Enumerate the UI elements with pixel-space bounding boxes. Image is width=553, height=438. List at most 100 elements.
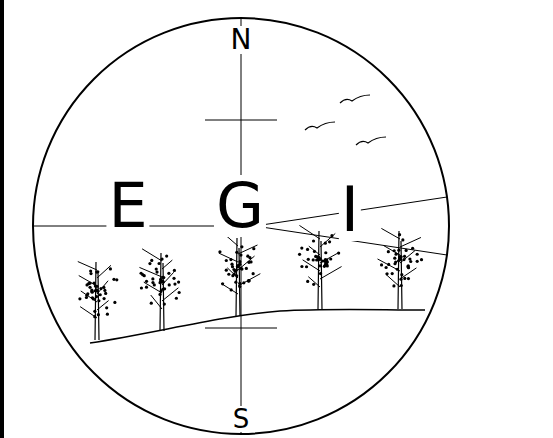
- letter-label: I: [339, 179, 361, 241]
- leaf-dot: [145, 280, 148, 283]
- leaf-dot: [406, 265, 409, 268]
- leaf-dot: [163, 302, 166, 305]
- leaf-dot: [403, 277, 406, 280]
- leaf-dot: [163, 287, 166, 290]
- tree: [78, 262, 119, 340]
- leaf-dot: [313, 250, 316, 253]
- leaf-dot: [175, 297, 178, 300]
- leaf-dot: [173, 269, 176, 272]
- leaf-dot: [88, 286, 91, 289]
- leaf-dot: [153, 283, 156, 286]
- leaf-dot: [140, 286, 143, 289]
- leaf-dot: [218, 250, 221, 253]
- leaf-dot: [248, 256, 251, 259]
- leaf-dot: [103, 289, 106, 292]
- leaf-dot: [409, 260, 412, 263]
- leaf-dot: [239, 267, 242, 270]
- leaf-dot: [393, 257, 396, 260]
- leaf-dot: [306, 280, 309, 283]
- leaf-dot: [328, 240, 331, 243]
- tree-trunk: [236, 238, 240, 316]
- leaf-dot: [99, 287, 102, 290]
- leaf-dot: [90, 290, 93, 293]
- leaf-dot: [307, 258, 310, 261]
- leaf-dot: [321, 259, 324, 262]
- leaf-dot: [326, 264, 329, 267]
- leaf-dot: [420, 258, 423, 261]
- leaf-dot: [95, 295, 98, 298]
- leaf-dot: [229, 258, 232, 261]
- leaf-dot: [167, 272, 170, 275]
- leaf-dot: [173, 282, 176, 285]
- leaf-dot: [416, 260, 419, 263]
- leaf-dot: [411, 247, 414, 250]
- leaf-dot: [405, 249, 408, 252]
- leaf-dot: [329, 257, 332, 260]
- leaf-dot: [165, 254, 168, 257]
- leaf-dot: [150, 302, 153, 305]
- leaf-dot: [337, 251, 340, 254]
- leaf-dot: [102, 286, 105, 289]
- bird: [340, 95, 370, 103]
- leaf-dot: [178, 291, 181, 294]
- leaf-dot: [330, 234, 333, 237]
- leaf-dot: [312, 239, 315, 242]
- leaf-dot: [252, 272, 255, 275]
- ground-line: [90, 309, 425, 343]
- leaf-dot: [402, 258, 405, 261]
- leaf-dot: [393, 249, 396, 252]
- leaf-dot: [399, 257, 402, 260]
- leaf-dot: [300, 265, 303, 268]
- leaf-dot: [300, 246, 303, 249]
- leaf-dot: [99, 293, 102, 296]
- leaf-dot: [89, 269, 92, 272]
- leaf-dot: [305, 265, 308, 268]
- leaf-dot: [238, 282, 241, 285]
- letter-label: G: [214, 175, 266, 237]
- leaf-dot: [104, 292, 107, 295]
- leaf-dot: [396, 268, 399, 271]
- leaf-dot: [249, 260, 252, 263]
- leaf-dot: [237, 264, 240, 267]
- leaf-dot: [248, 279, 251, 282]
- leaf-dot: [252, 247, 255, 250]
- leaf-dot: [238, 285, 241, 288]
- tree: [298, 225, 342, 309]
- leaf-dot: [391, 272, 394, 275]
- leaf-dot: [139, 272, 142, 275]
- leaf-dot: [115, 278, 118, 281]
- leaf-dot: [148, 262, 151, 265]
- leaf-dot: [162, 280, 165, 283]
- compass-circle: [33, 18, 449, 434]
- leaf-dot: [239, 253, 242, 256]
- bird: [356, 137, 386, 145]
- leaf-dot: [234, 281, 237, 284]
- leaf-dot: [394, 253, 397, 256]
- leaf-dot: [92, 297, 95, 300]
- leaf-dot: [400, 273, 403, 276]
- leaf-dot: [168, 283, 171, 286]
- leaf-dot: [93, 310, 96, 313]
- leaf-dot: [399, 278, 402, 281]
- leaf-dot: [312, 283, 315, 286]
- leaf-dot: [225, 259, 228, 262]
- leaf-dot: [177, 281, 180, 284]
- leaf-dot: [240, 267, 243, 270]
- leaf-dot: [298, 253, 301, 256]
- leaf-dot: [230, 288, 233, 291]
- leaf-dot: [401, 238, 404, 241]
- leaf-dot: [393, 262, 396, 265]
- leaf-dot: [384, 266, 387, 269]
- leaf-dot: [225, 269, 228, 272]
- leaf-dot: [312, 258, 315, 261]
- leaf-dot: [159, 280, 162, 283]
- leaf-dot: [112, 278, 115, 281]
- leaf-dot: [324, 251, 327, 254]
- leaf-dot: [227, 273, 230, 276]
- tree-branches: [78, 262, 111, 318]
- leaf-dot: [86, 292, 89, 295]
- leaf-dot: [93, 315, 96, 318]
- leaf-dot: [319, 272, 322, 275]
- letter-label: E: [106, 175, 149, 237]
